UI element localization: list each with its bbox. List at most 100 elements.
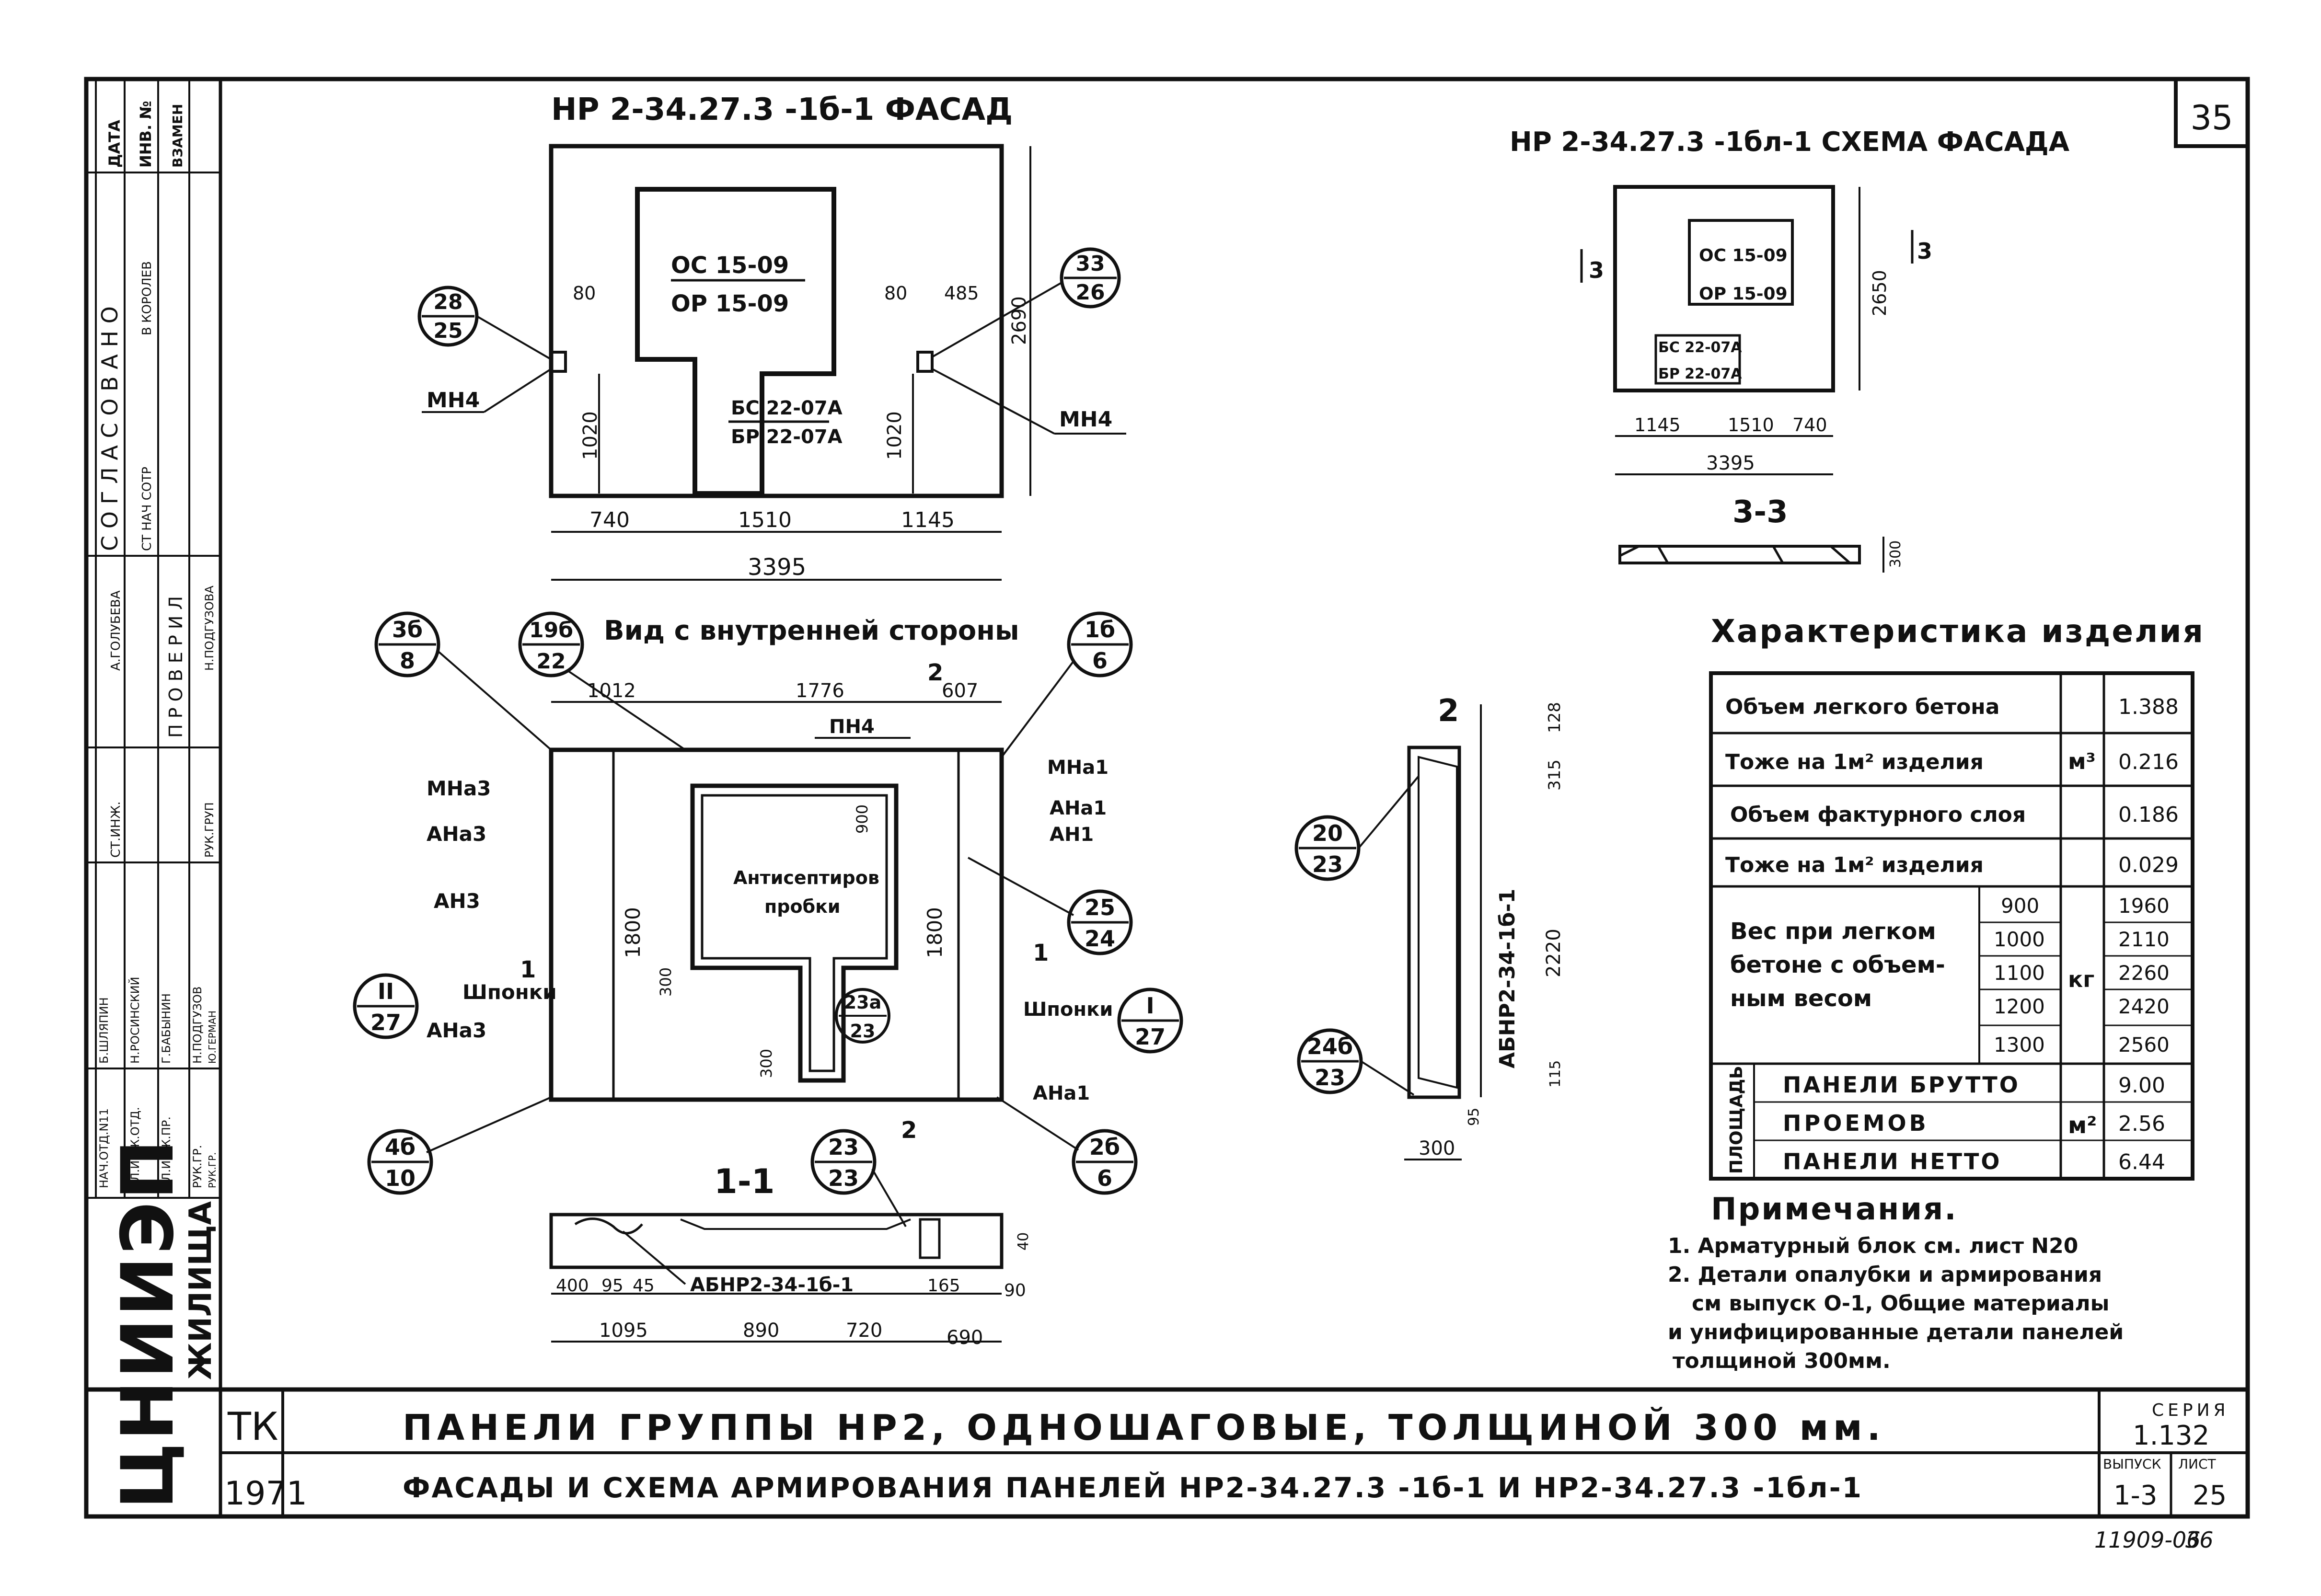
title-series-value: 1.132 bbox=[2133, 1420, 2209, 1451]
inner-dim-1776: 1776 bbox=[796, 680, 844, 702]
inner-leader-lines bbox=[426, 651, 1079, 1153]
char-row-1-value: 1.388 bbox=[2118, 695, 2179, 719]
inner-right-label-3: АН1 bbox=[1050, 824, 1094, 846]
section2-callout-bottom-a: 24б bbox=[1307, 1033, 1353, 1059]
section1-dim-90: 90 bbox=[1004, 1281, 1026, 1300]
inner-callout-4: II 27 bbox=[353, 973, 419, 1039]
facade-dim-80-right: 80 bbox=[884, 283, 907, 304]
char-weight-2110: 2110 bbox=[2118, 928, 2170, 951]
stamp-col-inv: ИНВ. № bbox=[137, 101, 155, 168]
section2-dim-315: 315 bbox=[1545, 759, 1564, 791]
svg-text:II: II bbox=[378, 978, 394, 1004]
scheme-dim-1145: 1145 bbox=[1634, 414, 1681, 436]
section2-dim-300: 300 bbox=[1419, 1137, 1455, 1160]
inner-dim-1800-right: 1800 bbox=[923, 907, 947, 958]
char-row-3-label: Объем фактурного слоя bbox=[1730, 803, 2026, 827]
characteristics-title: Характеристика изделия bbox=[1711, 613, 2205, 650]
archive-code: 11909-06 bbox=[2094, 1527, 2200, 1553]
scheme-dim-1510: 1510 bbox=[1728, 414, 1774, 436]
facade-dim-1020-right: 1020 bbox=[884, 411, 906, 460]
inner-left-label-5: АНа3 bbox=[427, 1019, 486, 1042]
inner-left-label-4: Шпонки bbox=[462, 980, 557, 1004]
facade-label-left: МН4 bbox=[427, 388, 480, 413]
stamp-role-1: НАЧ.ОТД.N11 bbox=[97, 1108, 111, 1188]
char-density-1200: 1200 bbox=[1994, 995, 2045, 1018]
facade-dim-3395: 3395 bbox=[748, 554, 806, 581]
stamp-name-1: Б.ШЛЯПИН bbox=[97, 997, 111, 1064]
stamp-col-date: ДАТА bbox=[105, 120, 124, 168]
section-1-1: 1-1 400 95 45 165 90 40 1095 890 720 690… bbox=[549, 1129, 1032, 1349]
stamp-role-4: РУК.ГР. bbox=[191, 1145, 204, 1188]
char-area-1-value: 9.00 bbox=[2118, 1073, 2165, 1098]
scheme-section-dim: 300 bbox=[1887, 540, 1904, 568]
char-weight-unit: кг bbox=[2068, 966, 2094, 992]
char-weight-2260: 2260 bbox=[2118, 961, 2170, 985]
facade-callout-right-bottom: 26 bbox=[1075, 280, 1105, 305]
svg-text:I: I bbox=[1146, 993, 1154, 1019]
section1-dim-1095: 1095 bbox=[599, 1320, 648, 1342]
inner-left-label-2: АНа3 bbox=[427, 822, 486, 846]
title-sheet-value: 25 bbox=[2193, 1480, 2227, 1511]
stamp-role-3: ГЛ.ИНЖ.ПР. bbox=[160, 1116, 173, 1188]
facade-door-top: БС 22-07А bbox=[731, 397, 843, 419]
scheme-title: НР 2-34.27.3 -1бл-1 СХЕМА ФАСАДА bbox=[1510, 126, 2070, 158]
scheme-window-bottom: ОР 15-09 bbox=[1699, 284, 1788, 304]
scheme-window-top: ОС 15-09 bbox=[1699, 246, 1788, 265]
facade-door-bottom: БР 22-07А bbox=[731, 426, 843, 448]
char-area-3-label: ПАНЕЛИ НЕТТО bbox=[1783, 1148, 2002, 1174]
notes: Примечания. 1. Арматурный блок см. лист … bbox=[1668, 1192, 2124, 1373]
stamp-extra-name-2: СТ.ИНЖ. bbox=[109, 801, 123, 858]
section1-dim-400: 400 bbox=[556, 1276, 589, 1296]
inner-title: Вид с внутренней стороны bbox=[604, 615, 1019, 646]
inner-left-label-3: АН3 bbox=[434, 889, 480, 913]
char-area-1-label: ПАНЕЛИ БРУТТО bbox=[1783, 1072, 2020, 1098]
inner-dim-300-b: 300 bbox=[757, 1049, 775, 1078]
scheme-dim-740: 740 bbox=[1792, 414, 1827, 436]
inner-right-label-4: Шпонки bbox=[1023, 999, 1113, 1021]
char-area-2-value: 2.56 bbox=[2118, 1112, 2165, 1136]
facade-dim-485: 485 bbox=[944, 283, 979, 304]
char-area-unit: м² bbox=[2068, 1112, 2097, 1139]
section1-title: 1-1 bbox=[714, 1162, 774, 1201]
facade-callout-left-bottom: 25 bbox=[433, 319, 462, 343]
inner-right-label-5: АНа1 bbox=[1033, 1082, 1090, 1104]
char-row-unit-m3: м³ bbox=[2068, 748, 2096, 774]
stamp-role-2: ГЛ.ИНЖ.ОТД. bbox=[128, 1107, 142, 1188]
title-tk: ТК bbox=[227, 1404, 278, 1449]
inner-cut-left: 1 bbox=[520, 956, 536, 983]
archive-number: 11909-06 36 bbox=[2094, 1527, 2214, 1553]
stamp-name-3: Г.БАБЫНИН bbox=[160, 993, 173, 1064]
stamp-extra-name-1: А.ГОЛУБЕВА bbox=[109, 590, 123, 671]
section1-dim-890: 890 bbox=[743, 1320, 779, 1342]
inner-callout-1: 3б 8 bbox=[374, 611, 440, 677]
facade-title: НР 2-34.27.3 -1б-1 ФАСАД bbox=[551, 92, 1013, 127]
svg-text:3б: 3б bbox=[392, 617, 423, 643]
section1-dim-45: 45 bbox=[633, 1276, 655, 1296]
inner-cut-right: 1 bbox=[1033, 940, 1049, 966]
facade-window-top: ОС 15-09 bbox=[671, 252, 789, 279]
stamp-logo: ЦНИИЭП bbox=[106, 1138, 190, 1509]
title-block: ТК 1971 ПАНЕЛИ ГРУППЫ НР2, ОДНОШАГОВЫЕ, … bbox=[224, 1389, 2248, 1516]
facade-dim-80-left: 80 bbox=[573, 283, 596, 304]
svg-text:8: 8 bbox=[400, 648, 415, 674]
stamp-agreed-role: СТ НАЧ СОТР bbox=[140, 467, 154, 551]
inner-callout-3: 1б 6 bbox=[1067, 611, 1133, 677]
char-row-4-label: Тоже на 1м² изделия bbox=[1725, 853, 1984, 877]
char-density-1000: 1000 bbox=[1994, 928, 2045, 951]
facade-scheme: НР 2-34.27.3 -1бл-1 СХЕМА ФАСАДА ОС 15-0… bbox=[1510, 126, 2070, 573]
section1-dim-165: 165 bbox=[927, 1276, 960, 1296]
facade-view: НР 2-34.27.3 -1б-1 ФАСАД ОС 15-09 ОР 15-… bbox=[417, 92, 1126, 581]
title-issue-value: 1-3 bbox=[2113, 1480, 2157, 1511]
stamp-agreed-header: С О Г Л А С О В А Н О bbox=[97, 306, 123, 551]
inner-callout-9: 23а 23 bbox=[835, 988, 890, 1044]
sheet-number: 35 bbox=[2190, 98, 2233, 138]
svg-text:24: 24 bbox=[1085, 926, 1115, 952]
scheme-dim-3395: 3395 bbox=[1706, 452, 1755, 474]
facade-callout-left-top: 28 bbox=[433, 290, 462, 314]
inner-cut-bottom: 2 bbox=[901, 1117, 917, 1144]
char-weight-label-2: бетоне с объем- bbox=[1730, 952, 1945, 978]
inner-callout-7: 4б 10 bbox=[367, 1129, 433, 1195]
svg-text:2б: 2б bbox=[1089, 1134, 1120, 1160]
note-3: см выпуск О-1, Общие материалы bbox=[1692, 1291, 2109, 1316]
section2-block-label: АБНР2-34-1б-1 bbox=[1495, 889, 1520, 1068]
